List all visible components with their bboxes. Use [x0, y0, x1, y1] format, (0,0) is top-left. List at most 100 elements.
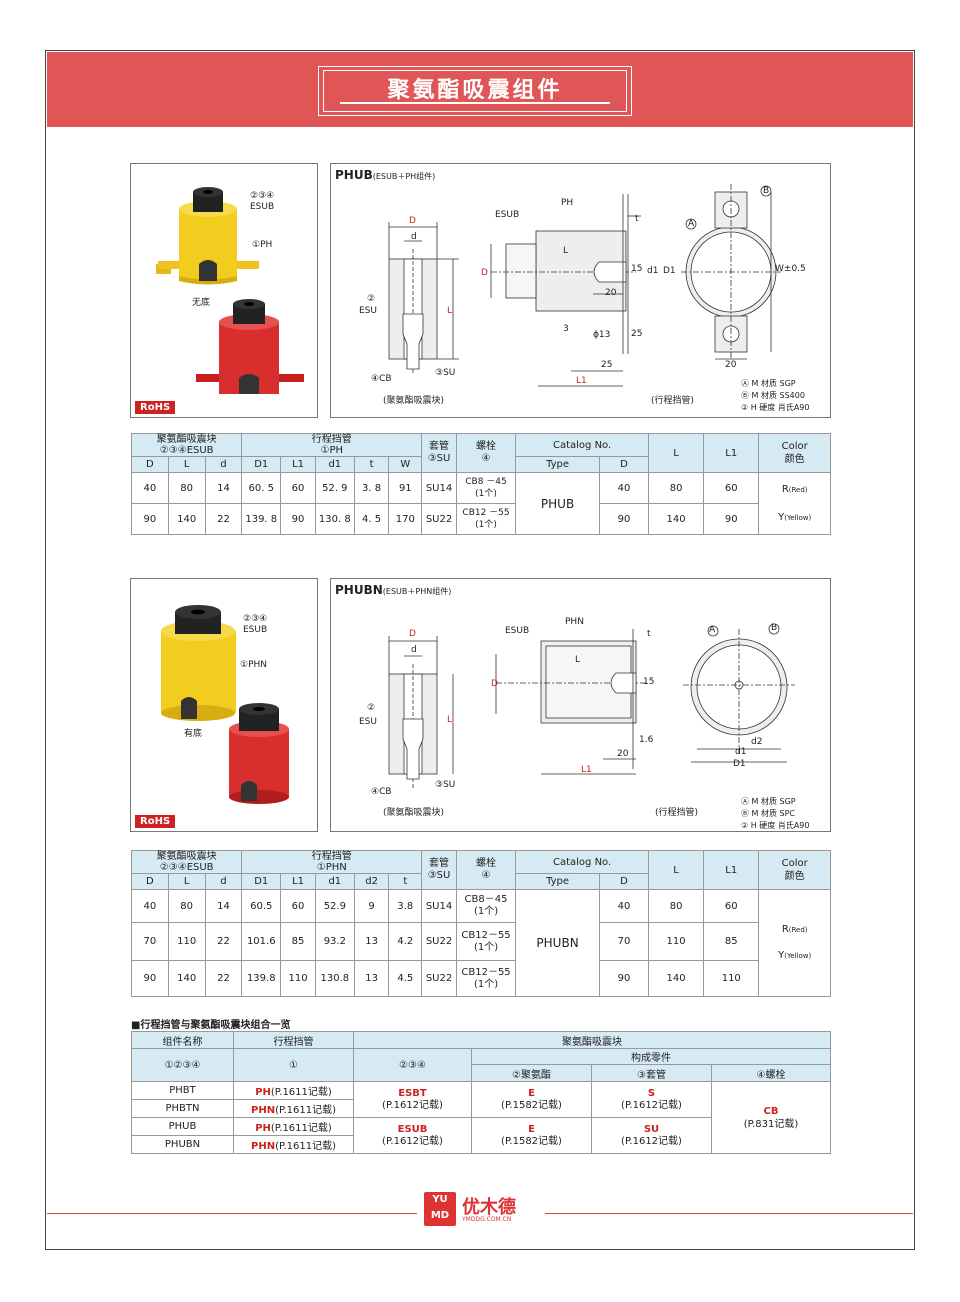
material-hardness: ② H 硬度 肖氏A90 [741, 403, 810, 412]
cell: PHBTN [131, 1099, 234, 1118]
cell: 60. 5 [241, 472, 282, 504]
drawing-subtitle-2: (ESUB＋PHN组件) [382, 587, 452, 596]
th-catalog: Catalog No. [515, 433, 649, 457]
dim-1-6: 1.6 [639, 735, 654, 745]
th-cat-D: D [598, 456, 650, 473]
cell: 110 [703, 960, 760, 997]
cell: SU14 [421, 889, 457, 923]
th2-ph2: ①PHN [316, 862, 347, 873]
dim-d1-2: d1 [735, 747, 747, 757]
label-esub: ESUB [495, 210, 520, 220]
th2-color2: 颜色 [784, 871, 805, 882]
dim-25-vert: 25 [631, 329, 643, 339]
th2-col-d2: d2 [353, 873, 390, 890]
cell: 139.8 [241, 960, 282, 997]
cell: 110 [280, 960, 316, 997]
cell-bolt: CB12－55 [461, 929, 511, 941]
th3-sleeve: ③套管 [591, 1064, 712, 1082]
label-esu-no-2: ② [367, 703, 376, 713]
dim-20-2: 20 [617, 749, 629, 759]
cell-block: ESBT [398, 1087, 427, 1099]
brand-url: YMDDG.COM.CN [462, 1216, 512, 1223]
footer-line-left [47, 1213, 417, 1214]
th-su: 套管 [429, 441, 450, 452]
cell: 90 [598, 503, 650, 535]
dim-D-side: D [481, 268, 488, 278]
logo-text-1: YU [432, 1194, 448, 1205]
cell-pu: E [528, 1087, 535, 1099]
table-row: PHBT PH(P.1611记载) ESBT(P.1612记载) E(P.158… [131, 1081, 831, 1154]
cell-ph: PH [255, 1087, 271, 1098]
table-row: 40 80 14 60. 5 60 52. 9 3. 8 91 SU14 CB8… [131, 472, 831, 535]
th2-col-L1: L1 [280, 873, 316, 890]
cell-ref: (P.1612记载) [621, 1099, 682, 1111]
label-cb: ④CB [371, 374, 392, 384]
product-photo-phub [130, 163, 318, 418]
cell-bolt: CB [763, 1105, 779, 1117]
cell: 101.6 [241, 922, 282, 961]
material-b: Ⓑ M 材质 SS400 [741, 391, 805, 400]
th-color2: 颜色 [784, 454, 805, 465]
cell-block: ESUB [397, 1123, 428, 1135]
color-r-2: R [781, 924, 789, 935]
th2-esub2: ②③④ESUB [159, 862, 214, 873]
cell-ref: (P.1611记载) [275, 1141, 336, 1152]
dim-20: 20 [605, 288, 617, 298]
photo-label-parts: ②③④ [250, 191, 275, 201]
cell: 80 [647, 889, 705, 923]
label-cb-2: ④CB [371, 787, 392, 797]
th3-ph2: ① [233, 1048, 354, 1082]
cell-ref: (P.831记载) [743, 1118, 799, 1130]
marker-A: A [688, 219, 695, 229]
dim-phi13: ϕ13 [593, 330, 611, 340]
th3-comp: 构成零件 [471, 1048, 831, 1065]
cell-bolt: CB8－45 [464, 894, 508, 905]
cell-sleeve: S [647, 1087, 656, 1099]
cell: SU22 [421, 503, 457, 535]
photo-label-ph: ①PH [252, 240, 273, 250]
th-col-t: t [353, 456, 390, 473]
cell: 140 [647, 503, 705, 535]
cell: 40 [131, 472, 169, 504]
page-frame [45, 50, 915, 1250]
label-su-2: ③SU [435, 780, 456, 790]
cell: 80 [167, 472, 206, 504]
cell-ref: (P.1611记载) [270, 1123, 332, 1134]
label-esub-2: ESUB [505, 626, 530, 636]
cell: 52. 9 [314, 472, 355, 504]
photo-label-esub: ESUB [250, 202, 275, 212]
cell: 60 [280, 472, 316, 504]
caption-block: (聚氨酯吸震块) [383, 396, 445, 406]
table-row: PHUB PH(P.1611记载) ESUB(P.1612记载) E(P.158… [131, 1117, 831, 1154]
dim-D1-2: D1 [733, 759, 746, 769]
th2-L1: L1 [703, 850, 760, 890]
caption-tube-2: (行程挡管) [655, 808, 699, 818]
dim-D: D [409, 216, 416, 226]
brand-name: 优木德 [462, 1197, 516, 1218]
material-a-2: Ⓐ M 材质 SGP [741, 797, 796, 806]
cell-type: PHUB [515, 472, 600, 535]
label-esu: ESU [359, 306, 377, 316]
cell: 40 [598, 472, 650, 504]
dim-D1: D1 [663, 266, 676, 276]
cell: 139. 8 [241, 503, 282, 535]
label-su: ③SU [435, 368, 456, 378]
cell: SU22 [421, 960, 457, 997]
drawing-title: PHUB [335, 168, 373, 182]
dim-d: d [411, 232, 417, 242]
cell: PHUB [131, 1117, 234, 1136]
cell: PHBT [131, 1081, 234, 1100]
dim-15-2: 15 [643, 677, 655, 687]
cell-ref: (P.1611记载) [275, 1105, 336, 1116]
th2-cat-D: D [598, 873, 650, 890]
th2-col-d1: d1 [314, 873, 355, 890]
th3-pu: ②聚氨酯 [471, 1064, 592, 1082]
dim-3: 3 [563, 324, 569, 334]
th-bolt: 螺栓 [476, 441, 497, 452]
th2-ph: 行程挡管 [311, 851, 352, 862]
th-col-D1: D1 [241, 456, 282, 473]
cell-pu: E [528, 1123, 535, 1135]
photo-label-bottom-2: 有底 [184, 729, 203, 739]
